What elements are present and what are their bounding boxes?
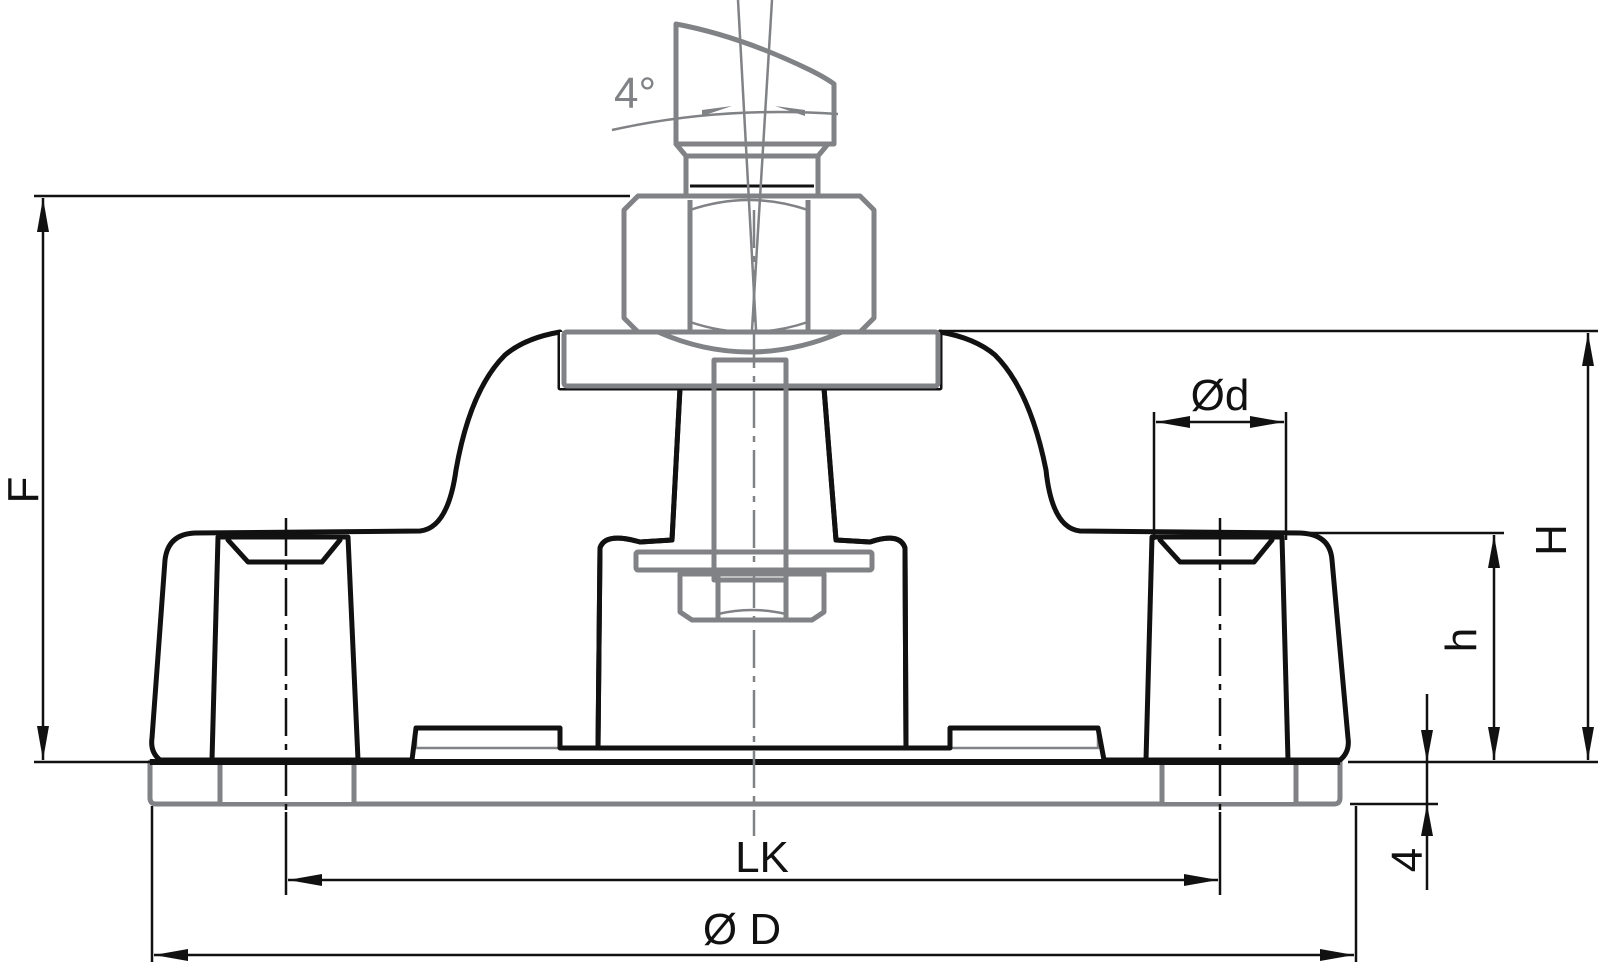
- dimension-bolt-circle: LK: [284, 812, 1222, 895]
- anti-slip-pad: [147, 726, 1343, 807]
- svg-text:h: h: [1437, 628, 1486, 652]
- body-right-half: [821, 329, 1351, 763]
- mount-body-section: [149, 329, 1351, 765]
- leveling-bolt-assembly: 4°: [561, 0, 941, 623]
- svg-text:4: 4: [1383, 848, 1432, 872]
- dimension-h: h: [1300, 531, 1504, 760]
- center-lines: [284, 210, 1222, 836]
- bolt-shaft: [711, 357, 789, 583]
- svg-text:Ø D: Ø D: [703, 905, 781, 954]
- dimension-H: H: [940, 329, 1598, 764]
- svg-text:LK: LK: [735, 833, 789, 882]
- angle-label: 4°: [614, 69, 656, 118]
- body-left-half: [149, 329, 683, 763]
- dimension-pad-thickness: 4: [1350, 694, 1438, 890]
- mounting-hole-right: [1143, 534, 1291, 763]
- dimension-F: F: [0, 194, 630, 764]
- lower-nut: [677, 571, 827, 623]
- dimension-bore-diameter: Ød: [1152, 371, 1288, 540]
- svg-text:H: H: [1527, 524, 1576, 556]
- svg-text:F: F: [0, 477, 48, 504]
- svg-text:Ød: Ød: [1191, 371, 1250, 420]
- angle-arc: [611, 110, 839, 132]
- dimension-outer-diameter: Ø D: [150, 806, 1358, 962]
- hex-nut: [621, 193, 877, 335]
- swivel-head: [673, 21, 837, 147]
